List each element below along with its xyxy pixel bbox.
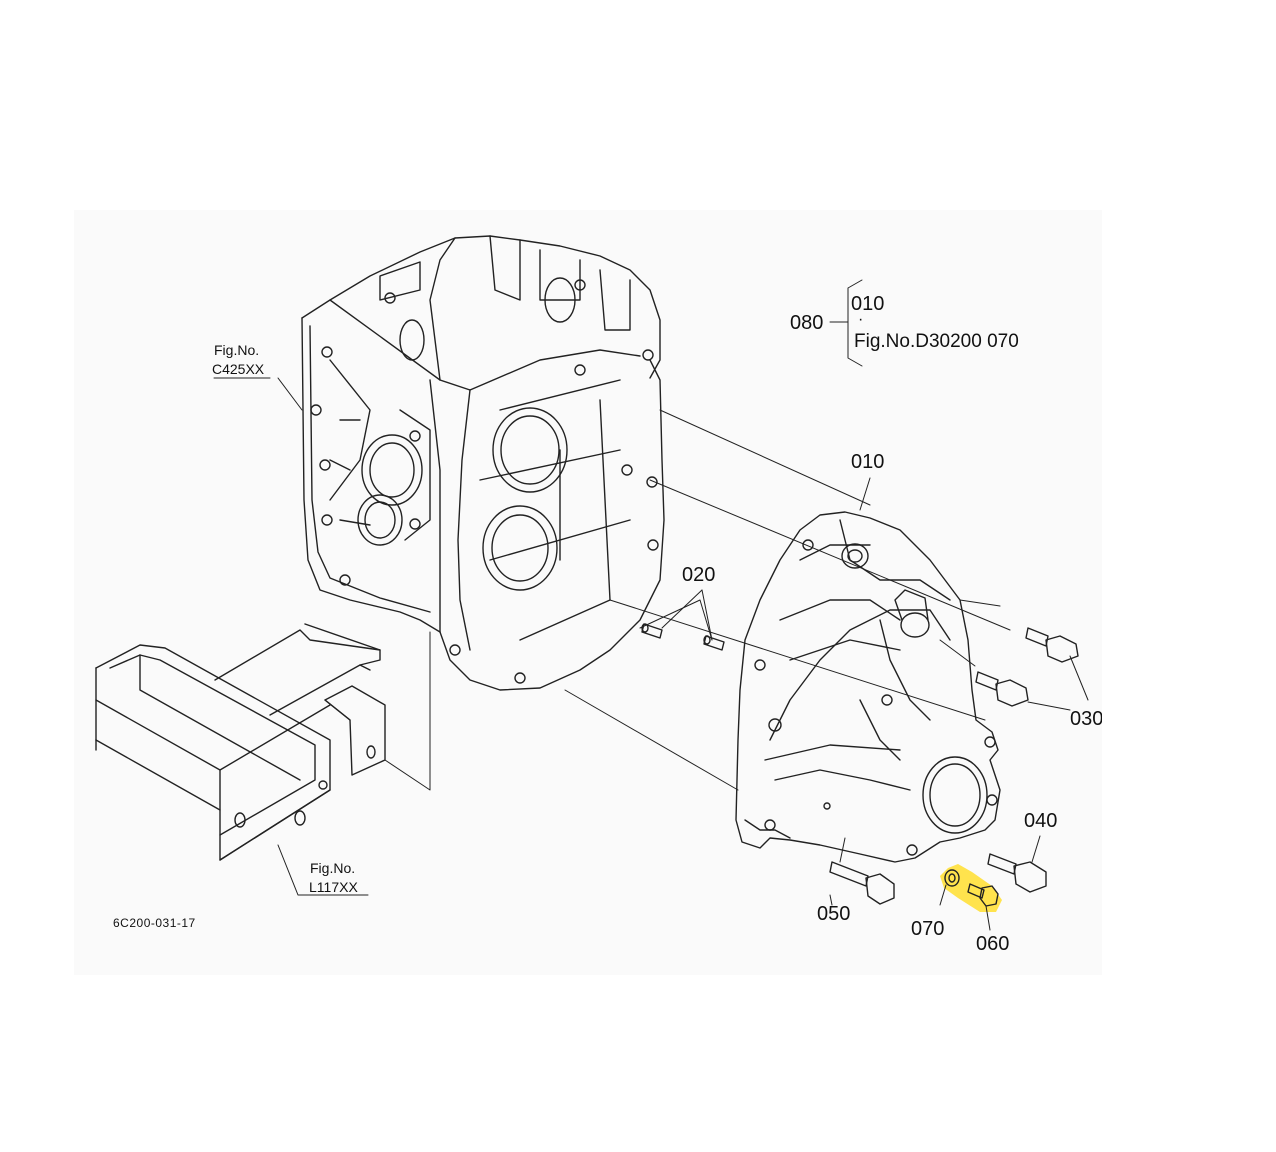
highlight-washer-bolt (940, 864, 1002, 912)
transmission-case-housing (301, 235, 665, 691)
leader-lines (213, 279, 1089, 931)
kit-fig-ref: Fig.No.D30200 070 (854, 331, 1019, 352)
part-label-030: 030 (1070, 709, 1102, 729)
bolts-030 (975, 627, 1079, 707)
part-label-020: 020 (682, 564, 716, 586)
fig-ref-l117-line2: L117XX (309, 879, 358, 895)
fig-ref-c425-line2: C425XX (212, 361, 265, 377)
dowel-pins-020 (641, 623, 725, 651)
kit-number-080: 080 (790, 312, 824, 334)
kit-dot: · (858, 311, 864, 328)
bolt-050 (829, 861, 895, 905)
cover-010 (735, 511, 1001, 863)
mounting-bracket (95, 623, 386, 861)
part-label-060: 060 (976, 933, 1010, 955)
diagram-code: 6C200-031-17 (113, 916, 196, 930)
kit-item-010: 010 (851, 293, 885, 315)
part-label-050: 050 (817, 903, 851, 925)
part-label-040: 040 (1024, 810, 1058, 832)
fig-ref-l117-line1: Fig.No. (310, 860, 356, 876)
part-label-070: 070 (911, 918, 945, 940)
part-label-010: 010 (851, 451, 885, 473)
bolt-040 (987, 853, 1047, 893)
fig-ref-c425-line1: Fig.No. (214, 342, 260, 358)
